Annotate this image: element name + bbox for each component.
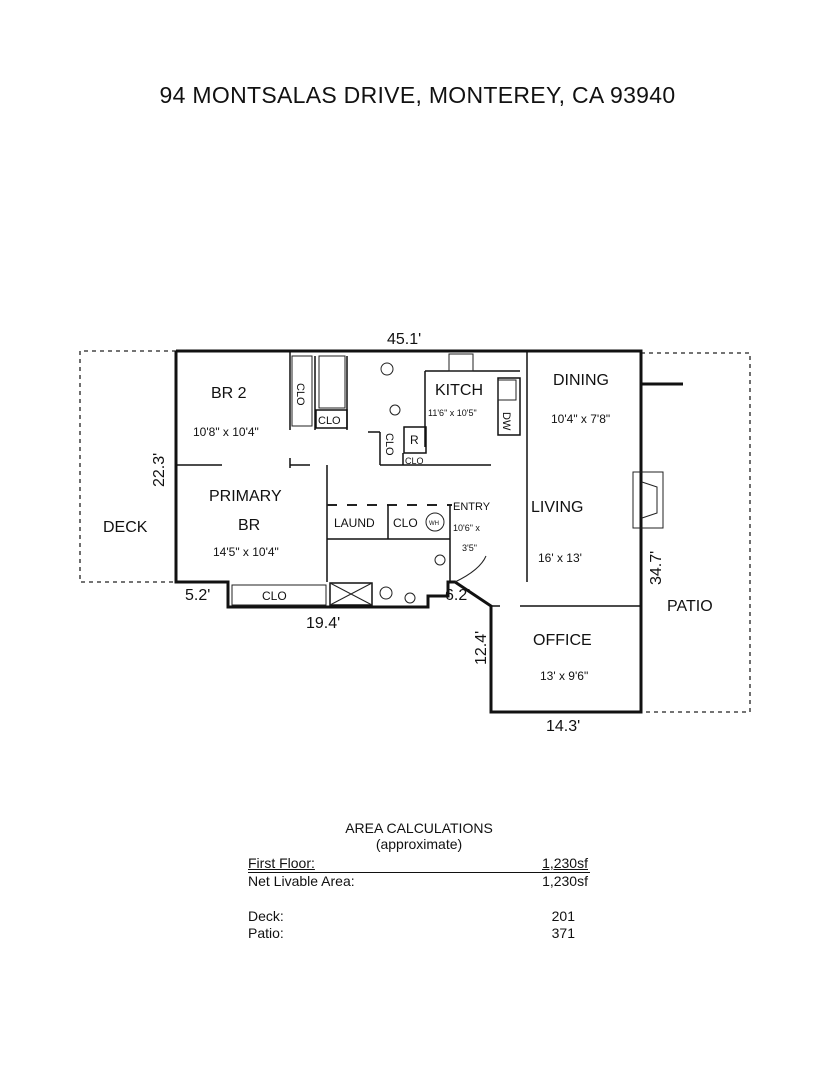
room-living-size: 16' x 13'	[538, 551, 582, 565]
refrigerator-label: R	[410, 433, 419, 447]
room-entry-size1: 10'6" x	[453, 523, 480, 533]
room-br2-name: BR 2	[211, 385, 247, 402]
room-patio-name: PATIO	[667, 598, 713, 615]
room-office-name: OFFICE	[533, 632, 592, 649]
refrigerator	[403, 426, 427, 454]
shower-x	[329, 582, 373, 606]
sink-round	[389, 404, 401, 416]
clo-box	[315, 409, 348, 429]
room-primary-name: PRIMARY	[209, 488, 282, 505]
entry-door	[454, 555, 487, 583]
bathtub	[318, 355, 346, 409]
floor-plan: 45.1' 22.3' 34.7' 5.2' 19.4' 6.2' 12.4' …	[79, 331, 751, 735]
dim-office-left: 12.4'	[473, 631, 490, 665]
clo-hall-label: CLO	[383, 433, 395, 456]
room-kitchen-name: KITCH	[435, 382, 483, 399]
clo-br2-label: CLO	[294, 383, 306, 406]
clo-primary-label: CLO	[262, 589, 287, 603]
dim-bottom-mid: 19.4'	[306, 615, 340, 632]
closet	[231, 584, 327, 606]
dishwasher	[497, 377, 521, 436]
area-calculations: AREA CALCULATIONS (approximate) First Fl…	[248, 820, 590, 942]
first-floor-label: First Floor:	[248, 855, 315, 871]
fireplace-hearth	[641, 481, 658, 519]
sink	[497, 379, 517, 401]
room-office-size: 13' x 9'6"	[540, 669, 588, 683]
toilet	[379, 586, 393, 600]
toilet	[380, 362, 394, 376]
clo-bath-label: CLO	[318, 415, 341, 427]
fireplace	[632, 471, 664, 529]
room-entry-size2: 3'5"	[462, 543, 477, 553]
clo-box	[291, 355, 313, 427]
shower	[329, 582, 373, 606]
page-title: 94 MONTSALAS DRIVE, MONTEREY, CA 93940	[159, 82, 676, 108]
dim-top: 45.1'	[387, 331, 421, 348]
first-floor-value: 1,230sf	[542, 855, 588, 871]
water-heater	[425, 512, 445, 532]
room-kitchen-size: 11'6" x 10'5"	[428, 408, 477, 418]
patio-row: Patio: 371	[248, 925, 590, 942]
deck-label: Deck:	[248, 908, 284, 924]
dim-office-bottom: 14.3'	[546, 718, 580, 735]
area-subheading: (approximate)	[375, 836, 463, 852]
dim-entry-step: 6.2'	[445, 587, 470, 604]
room-dining-name: DINING	[553, 372, 609, 389]
exterior-wall	[174, 349, 643, 714]
deck-value: 201	[551, 908, 575, 924]
room-br2-size: 10'8" x 10'4"	[193, 425, 259, 439]
first-floor-row: First Floor: 1,230sf	[248, 855, 590, 873]
dim-right: 34.7'	[648, 551, 665, 585]
room-deck-name: DECK	[103, 519, 148, 536]
dim-bottom-left: 5.2'	[185, 587, 210, 604]
area-heading: AREA CALCULATIONS	[345, 820, 493, 836]
room-primary-size: 14'5" x 10'4"	[213, 545, 279, 559]
patio-value: 371	[551, 925, 575, 941]
deck-outline	[79, 350, 176, 583]
room-entry-name: ENTRY	[453, 501, 491, 513]
dim-left: 22.3'	[151, 453, 168, 487]
patio-outline	[641, 352, 751, 713]
room-primary-name2: BR	[238, 517, 260, 534]
room-laundry-name: LAUND	[334, 516, 375, 530]
deck-row: Deck: 201	[248, 908, 590, 925]
net-livable-row: Net Livable Area: 1,230sf	[248, 873, 590, 890]
net-livable-label: Net Livable Area:	[248, 873, 355, 889]
dw-label: DW	[500, 412, 512, 431]
room-living-name: LIVING	[531, 499, 583, 516]
patio-label: Patio:	[248, 925, 284, 941]
sink-round	[404, 592, 416, 604]
stove	[448, 353, 474, 372]
room-dining-size: 10'4" x 7'8"	[551, 412, 610, 426]
sink-round	[434, 554, 446, 566]
clo-hall2-label: CLO	[405, 456, 424, 466]
water-heater-label: WH	[429, 521, 439, 527]
clo-laundry-label: CLO	[393, 516, 418, 530]
net-livable-value: 1,230sf	[542, 873, 588, 889]
